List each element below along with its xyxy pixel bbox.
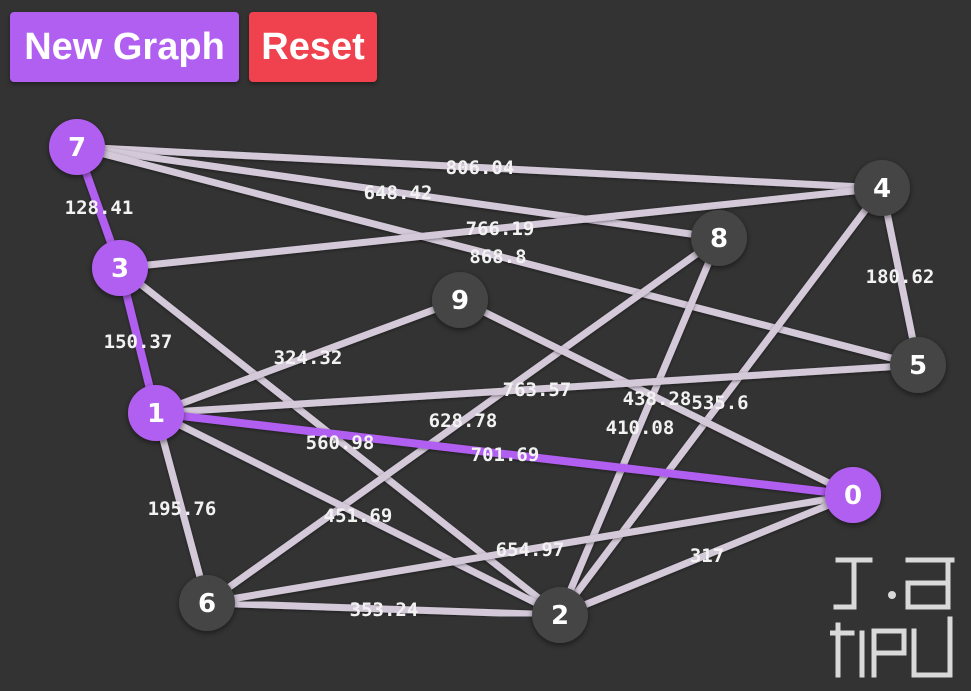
node-circle[interactable] bbox=[432, 272, 488, 328]
edge-weight-label: 628.78 bbox=[429, 410, 498, 432]
node-label: 8 bbox=[710, 224, 728, 254]
node-circle[interactable] bbox=[825, 467, 881, 523]
edge-4-5 bbox=[878, 187, 922, 366]
node-label: 1 bbox=[147, 399, 165, 429]
node-circle[interactable] bbox=[49, 119, 105, 175]
reset-button[interactable]: Reset bbox=[249, 12, 377, 82]
node-8[interactable]: 8 bbox=[691, 210, 747, 266]
edge-weight-label: 806.04 bbox=[446, 157, 515, 179]
edge-weight-label: 560.98 bbox=[306, 432, 375, 454]
edge-1-6 bbox=[152, 412, 211, 604]
node-circle[interactable] bbox=[854, 160, 910, 216]
edge-4-2 bbox=[557, 185, 885, 618]
node-circle[interactable] bbox=[691, 210, 747, 266]
tiled-logo-icon bbox=[830, 557, 955, 678]
edge-6-0 bbox=[206, 491, 854, 607]
edge-1-2 bbox=[154, 409, 562, 619]
edge-weight-label: 317 bbox=[690, 545, 724, 567]
edge-9-1 bbox=[154, 296, 462, 417]
edge-weight-label: 195.76 bbox=[148, 498, 217, 520]
node-circle[interactable] bbox=[92, 240, 148, 296]
node-5[interactable]: 5 bbox=[890, 337, 946, 393]
node-circle[interactable] bbox=[532, 587, 588, 643]
node-circle[interactable] bbox=[890, 337, 946, 393]
node-label: 6 bbox=[198, 589, 216, 619]
edge-1-0 bbox=[155, 409, 854, 499]
node-label: 3 bbox=[111, 254, 129, 284]
edge-3-4 bbox=[119, 184, 883, 272]
edge-7-8 bbox=[76, 143, 720, 242]
edge-6-2 bbox=[206, 599, 561, 619]
edge-labels-layer: 806.04 648.42 868.8 128.41 766.19 150.37 560.9… bbox=[65, 157, 935, 621]
node-label: 0 bbox=[844, 481, 862, 511]
edge-weight-label: 438.28 bbox=[623, 388, 692, 410]
nodes-layer: 0 1 2 3 4 5 6 7 8 9 bbox=[49, 119, 946, 643]
node-label: 2 bbox=[551, 601, 569, 631]
edge-weight-label: 353.24 bbox=[350, 599, 419, 621]
node-circle[interactable] bbox=[128, 385, 184, 441]
edge-8-2 bbox=[556, 236, 723, 617]
node-0[interactable]: 0 bbox=[825, 467, 881, 523]
edge-weight-label: 451.69 bbox=[324, 505, 393, 527]
node-3[interactable]: 3 bbox=[92, 240, 148, 296]
new-graph-button[interactable]: New Graph bbox=[10, 12, 239, 82]
node-label: 5 bbox=[909, 351, 927, 381]
edge-weight-label: 410.08 bbox=[606, 417, 675, 439]
node-label: 4 bbox=[873, 174, 891, 204]
edge-weight-label: 180.62 bbox=[866, 266, 935, 288]
edge-weight-label: 324.32 bbox=[274, 347, 343, 369]
edge-weight-label: 648.42 bbox=[364, 182, 433, 204]
edge-weight-label: 766.19 bbox=[466, 218, 535, 240]
node-9[interactable]: 9 bbox=[432, 272, 488, 328]
edge-weight-label: 701.69 bbox=[471, 444, 540, 466]
node-4[interactable]: 4 bbox=[854, 160, 910, 216]
node-1[interactable]: 1 bbox=[128, 385, 184, 441]
node-2[interactable]: 2 bbox=[532, 587, 588, 643]
edge-9-0 bbox=[458, 296, 855, 499]
node-label: 7 bbox=[68, 133, 86, 163]
edge-weight-label: 654.97 bbox=[496, 539, 565, 561]
edges-layer bbox=[76, 143, 922, 619]
node-label: 9 bbox=[451, 286, 469, 316]
edge-weight-label: 535.6 bbox=[691, 392, 748, 414]
edge-weight-label: 763.57 bbox=[503, 379, 572, 401]
edge-1-5 bbox=[155, 361, 919, 417]
edge-8-6 bbox=[204, 235, 722, 606]
node-6[interactable]: 6 bbox=[179, 575, 235, 631]
edge-weight-label: 128.41 bbox=[65, 197, 134, 219]
node-circle[interactable] bbox=[179, 575, 235, 631]
edge-7-4 bbox=[76, 143, 883, 192]
edge-2-0 bbox=[558, 491, 855, 619]
edge-weight-label: 150.37 bbox=[104, 331, 173, 353]
edge-weight-label: 868.8 bbox=[469, 246, 526, 268]
node-7[interactable]: 7 bbox=[49, 119, 105, 175]
